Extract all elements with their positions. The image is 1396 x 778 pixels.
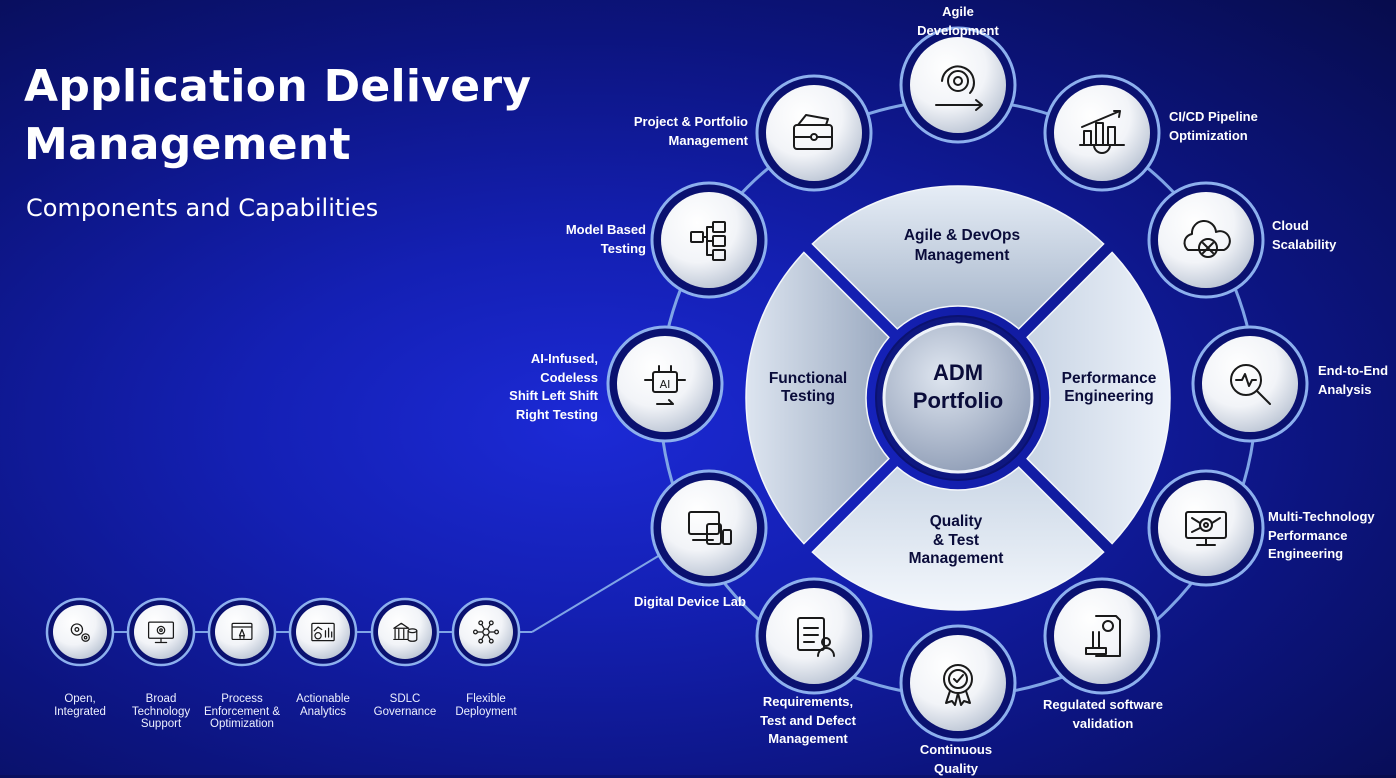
segment-top (811, 185, 1105, 330)
capability-label: Requirements, Test and Defect Management (760, 694, 856, 746)
network-hub-icon (472, 620, 500, 644)
capability-label: CI/CD Pipeline Optimization (1169, 109, 1258, 143)
svg-text:AI: AI (660, 378, 671, 391)
capability-label: Model Based Testing (565, 222, 646, 256)
foundation-node-disc (53, 605, 107, 659)
capability-label: AI-Infused, Codeless Shift Left Shift Ri… (509, 351, 598, 422)
segment-bottom-label-3: Management (909, 550, 1004, 567)
foundation-label: Broad Technology Support (131, 693, 191, 730)
foundation-node (207, 597, 277, 667)
cloud-arrows-icon (1183, 220, 1231, 258)
bar-chart-gear-icon (1079, 110, 1125, 154)
capability-label: Digital Device Lab (634, 594, 746, 609)
capability-label: Cloud Scalability (1272, 218, 1337, 252)
foundation-node (288, 597, 358, 667)
building-database-icon (393, 622, 418, 642)
magnifier-pulse-icon (1230, 364, 1271, 405)
foundation-node (45, 597, 115, 667)
hub-label-1: ADM (933, 360, 983, 385)
foundation-label: Process Enforcement & Optimization (203, 693, 281, 730)
stamp-document-icon (1085, 615, 1121, 657)
capability-node (899, 624, 1017, 742)
analytics-dashboard-icon (311, 622, 335, 642)
capability-label: Multi-Technology Performance Engineering (1268, 509, 1375, 561)
capability-label: Regulated software validation (1043, 697, 1163, 731)
capability-label: End-to-End Analysis (1318, 363, 1389, 397)
segment-bottom-label-1: Quality (930, 513, 983, 530)
hub (882, 322, 1034, 474)
hub-label-2: Portfolio (913, 388, 1003, 413)
agile-cycle-icon (935, 65, 983, 111)
capability-node-disc (617, 336, 713, 432)
segment-right (1026, 251, 1171, 545)
segment-top-label-2: Management (915, 247, 1010, 264)
segment-right-label-2: Engineering (1064, 388, 1154, 405)
foundation-node-disc (459, 605, 513, 659)
capability-label: Project & Portfolio Management (633, 114, 748, 148)
segment-bottom-label-2: & Test (933, 532, 979, 549)
foundation-label: Open, Integrated (54, 693, 106, 718)
clipboard-person-icon (797, 617, 835, 657)
capability-label: Agile Development (917, 4, 999, 38)
rocket-browser-icon (231, 622, 253, 641)
monitor-gear-icon (147, 621, 175, 644)
checklist-flow-icon (690, 221, 726, 261)
foundation-label: Flexible Deployment (455, 693, 517, 718)
foundation-connector (531, 554, 661, 633)
capability-node (1043, 577, 1161, 695)
capability-node (1043, 74, 1161, 192)
capability-nodes: AI (606, 26, 1309, 742)
capability-node (650, 469, 768, 587)
foundation-node (370, 597, 440, 667)
foundation-node-disc (215, 605, 269, 659)
segments-group: Agile & DevOpsManagementPerformanceEngin… (745, 185, 1171, 611)
capability-node-disc (661, 480, 757, 576)
capability-node-disc (1054, 588, 1150, 684)
segment-right-label-1: Performance (1062, 370, 1157, 387)
capability-node: AI (606, 325, 724, 443)
segment-bottom (811, 466, 1105, 611)
foundation-node (451, 597, 521, 667)
gears-icon (70, 623, 90, 642)
capability-node (650, 181, 768, 299)
devices-icon (688, 511, 732, 545)
monitor-gear-network-icon (1185, 511, 1227, 546)
foundation-label: SDLC Governance (373, 693, 437, 718)
capability-node-disc (910, 635, 1006, 731)
ai-chip-icon: AI (644, 365, 686, 405)
segment-left-label-1: Functional (769, 370, 847, 387)
capability-node (755, 577, 873, 695)
foundation-label: Actionable Analytics (296, 693, 350, 718)
foundation-node-disc (296, 605, 350, 659)
segment-left-label-2: Testing (781, 388, 835, 405)
capability-node (899, 26, 1017, 144)
capability-node (1147, 181, 1265, 299)
segment-left (745, 251, 890, 545)
wallet-cards-icon (793, 114, 833, 150)
capability-label: Continuous Quality (919, 742, 993, 776)
foundation-node-disc (378, 605, 432, 659)
capability-node (755, 74, 873, 192)
capability-node (1147, 469, 1265, 587)
foundation-node (126, 597, 196, 667)
segment-top-label-1: Agile & DevOps (904, 227, 1020, 244)
page-subtitle: Components and Capabilities (26, 194, 379, 222)
quality-badge-icon (943, 664, 973, 706)
foundation-nodes (45, 597, 521, 667)
capability-node (1191, 325, 1309, 443)
